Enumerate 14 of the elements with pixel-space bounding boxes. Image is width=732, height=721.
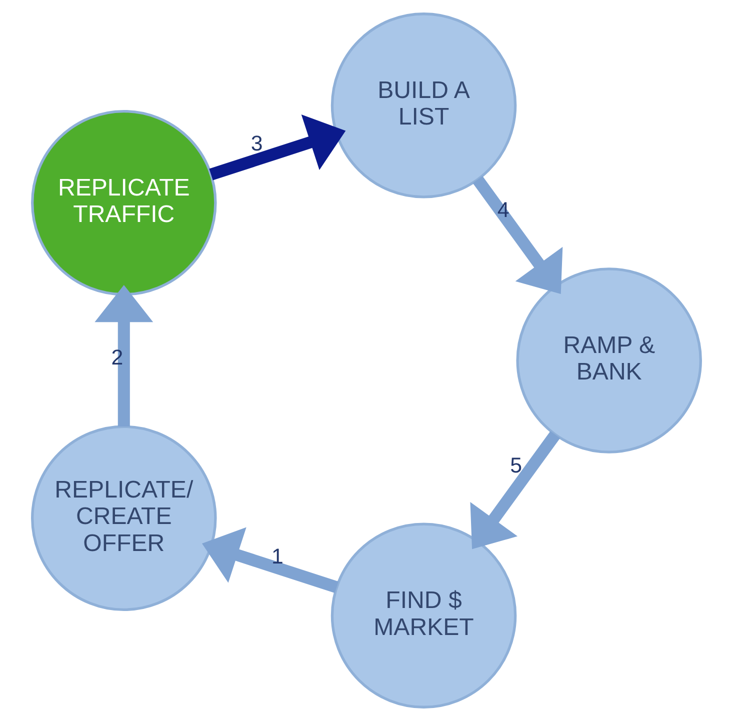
node-circle: BUILD A LIST bbox=[330, 12, 516, 198]
arrow bbox=[202, 527, 338, 593]
node-circle: RAMP & BANK bbox=[516, 268, 702, 454]
node-circle: FIND $ MARKET bbox=[330, 522, 516, 708]
node-circle: REPLICATE/ CREATE OFFER bbox=[30, 425, 216, 612]
edge-label: 5 bbox=[510, 453, 522, 478]
arrow bbox=[470, 431, 560, 550]
edge-label: 1 bbox=[271, 544, 283, 568]
arrow bbox=[472, 176, 562, 294]
edge-label: 3 bbox=[250, 132, 262, 156]
arrow bbox=[94, 284, 153, 427]
node-circle: REPLICATE TRAFFIC bbox=[30, 110, 216, 296]
edge-label: 4 bbox=[496, 198, 509, 222]
arrow bbox=[208, 114, 346, 180]
